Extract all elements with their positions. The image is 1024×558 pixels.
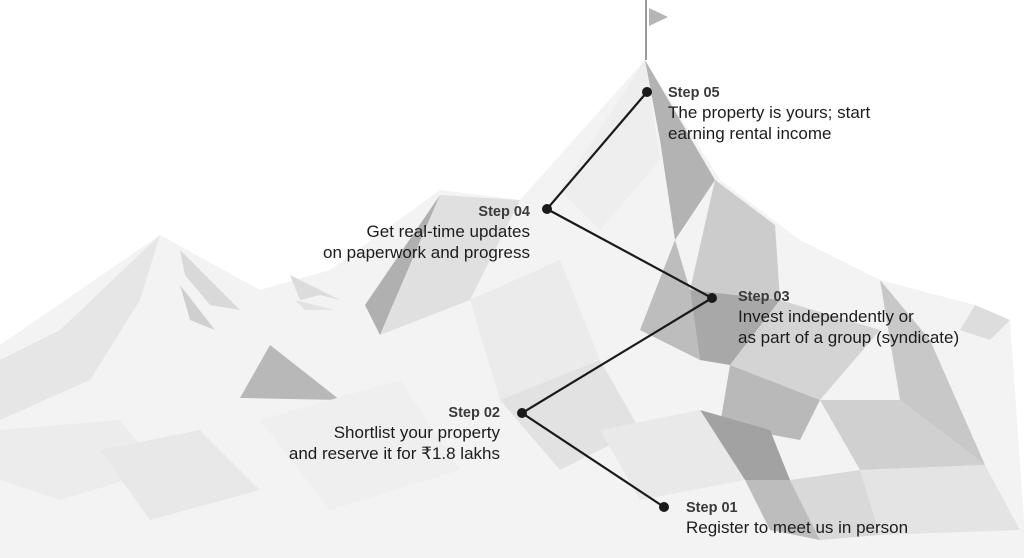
- flag-icon: [649, 8, 668, 26]
- step-02: Step 02 Shortlist your property and rese…: [289, 404, 500, 464]
- mountain-facet: [745, 480, 820, 540]
- mountain-facet: [790, 470, 880, 540]
- mountain-facet: [560, 60, 660, 230]
- step-05: Step 05 The property is yours; start ear…: [668, 84, 870, 144]
- step-label: Step 03: [738, 289, 790, 305]
- step-04-marker: [542, 204, 552, 214]
- step-description-line: Register to meet us in person: [686, 518, 909, 537]
- step-label: Step 01: [686, 500, 738, 516]
- step-label: Step 02: [448, 405, 500, 421]
- step-description-line: Shortlist your property: [333, 423, 500, 442]
- mountain-facet: [100, 430, 260, 520]
- step-description-line: Invest independently or: [738, 307, 914, 326]
- step-03: Step 03 Invest independently or as part …: [738, 288, 959, 348]
- step-description-line: on paperwork and progress: [323, 243, 530, 262]
- mountain-facet: [260, 380, 460, 510]
- step-description-line: as part of a group (syndicate): [738, 328, 960, 347]
- step-05-marker: [642, 87, 652, 97]
- mountain-facet: [640, 240, 700, 360]
- mountain-facet: [180, 285, 215, 330]
- step-04: Step 04 Get real-time updates on paperwo…: [323, 203, 530, 263]
- mountain-facet: [470, 260, 600, 400]
- mountain-facet: [365, 195, 440, 335]
- step-label: Step 05: [668, 85, 720, 101]
- mountain-facet: [960, 305, 1010, 340]
- step-description-line: earning rental income: [668, 124, 832, 143]
- mountain-facet: [690, 180, 780, 300]
- mountain-facet: [645, 60, 715, 240]
- mountain-facet: [820, 400, 985, 470]
- mountain-facet: [240, 345, 340, 400]
- mountain-facet: [290, 275, 340, 300]
- mountain-facet: [690, 290, 780, 365]
- mountain-facet: [500, 360, 640, 470]
- step-01: Step 01 Register to meet us in person: [686, 499, 908, 538]
- step-03-marker: [707, 293, 717, 303]
- step-label: Step 04: [478, 204, 530, 220]
- step-02-marker: [517, 408, 527, 418]
- mountain-facet: [295, 300, 335, 310]
- mountain-facet: [700, 410, 790, 480]
- step-01-marker: [659, 502, 669, 512]
- mountain-facet: [880, 280, 985, 465]
- step-description-line: and reserve it for ₹1.8 lakhs: [288, 444, 500, 463]
- mountain-facet: [380, 195, 520, 335]
- mountain-facet: [180, 250, 240, 310]
- mountain-facet: [600, 410, 745, 500]
- mountain-facet: [720, 365, 820, 440]
- mountain-facet: [0, 420, 160, 500]
- mountain-facet: [860, 465, 1020, 535]
- step-description-line: Get real-time updates: [366, 222, 530, 241]
- mountain-facet: [730, 300, 880, 400]
- mountain-facet: [0, 235, 160, 420]
- step-description-line: The property is yours; start: [668, 103, 871, 122]
